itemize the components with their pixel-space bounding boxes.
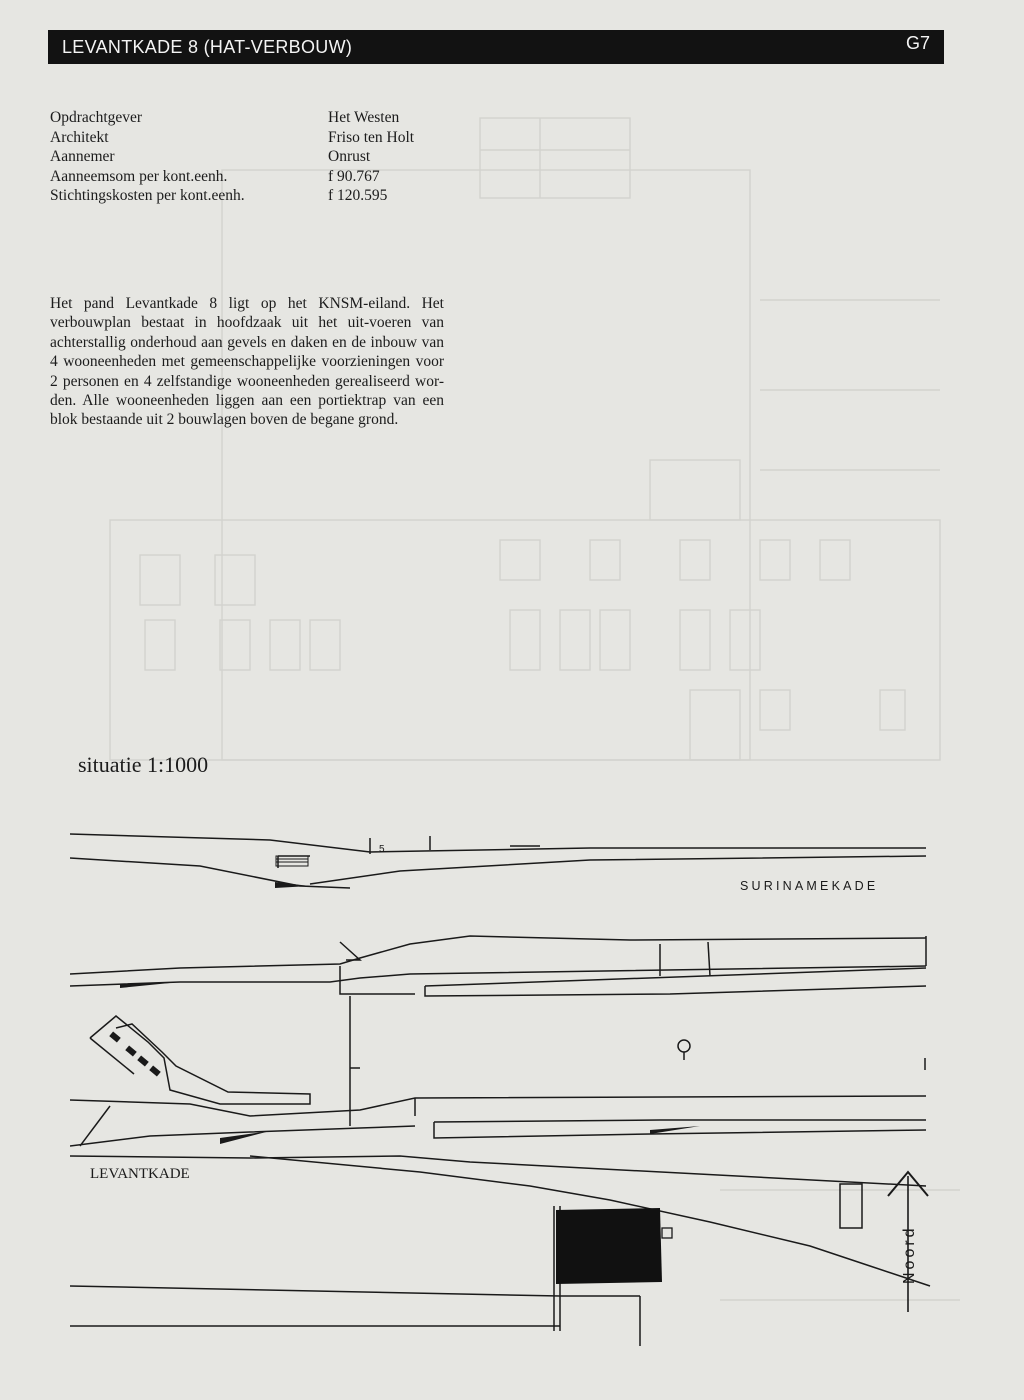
project-info-table: Opdrachtgever Het Westen Architekt Friso…	[50, 108, 470, 206]
info-value: Onrust	[328, 148, 371, 166]
north-label: Noord	[901, 1225, 918, 1284]
info-value: Het Westen	[328, 109, 400, 126]
project-building	[556, 1208, 662, 1284]
info-value: Friso ten Holt	[328, 128, 415, 146]
info-row: Aanneemsom per kont.eenh. f 90.767	[50, 167, 470, 187]
north-arrow-icon: Noord	[887, 1170, 929, 1312]
info-row: Opdrachtgever Het Westen	[50, 108, 470, 128]
info-value: f 90.767	[328, 167, 380, 185]
section-title: LEVANTKADE 8 (HAT-VERBOUW)	[62, 37, 353, 57]
info-value: f 120.595	[328, 187, 388, 205]
info-label: Stichtingskosten per kont.eenh.	[50, 187, 245, 205]
section-code: G7	[905, 33, 930, 53]
info-label: Aannemer	[50, 148, 115, 166]
info-label: Opdrachtgever	[50, 109, 143, 126]
info-label: Architekt	[50, 128, 109, 146]
info-row: Aannemer Onrust	[50, 147, 470, 167]
info-row: Architekt Friso ten Holt	[50, 128, 470, 148]
section-header-bar: LEVANTKADE 8 (HAT-VERBOUW) G7	[48, 30, 944, 64]
street-label-surinamekade: SURINAMEKADE	[740, 879, 878, 893]
project-description: Het pand Levantkade 8 ligt op het KNSM-e…	[50, 295, 444, 429]
situation-label: situatie 1:1000	[78, 752, 209, 777]
street-label-levantkade: LEVANTKADE	[90, 1166, 190, 1182]
info-row: Stichtingskosten per kont.eenh. f 120.59…	[50, 186, 470, 206]
site-plan-map: SURINAMEKADE LEVANTKADE 5 Noord	[70, 833, 931, 1346]
info-label: Aanneemsom per kont.eenh.	[50, 167, 228, 185]
plot-number: 5	[379, 844, 385, 855]
